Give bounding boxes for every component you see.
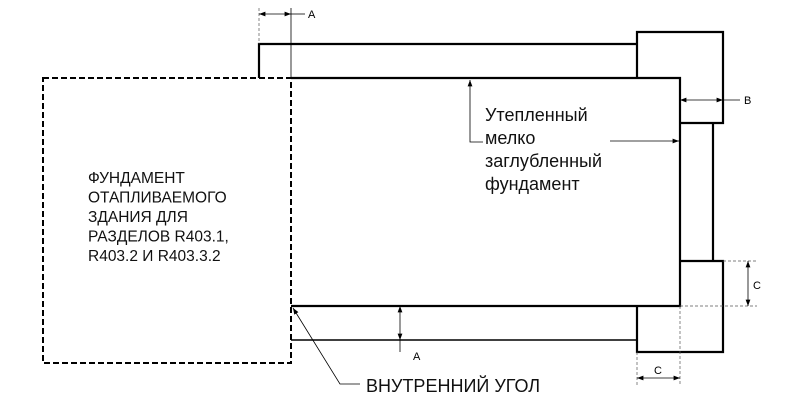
- inside-corner-label: ВНУТРЕННИЙ УГОЛ: [366, 375, 540, 396]
- heated-building-foundation: [42, 77, 292, 364]
- svg-text:C: C: [753, 280, 761, 292]
- bottom-insulation-strip: [291, 305, 638, 341]
- dimension-a-bottom: A: [397, 306, 421, 363]
- svg-text:B: B: [744, 95, 751, 107]
- dimension-c-bottom: C: [636, 306, 681, 386]
- shallow-foundation-callout: Утепленный мелко заглубленный фундамент: [467, 80, 679, 194]
- svg-text:A: A: [308, 9, 316, 21]
- inside-corner-callout: ВНУТРЕННИЙ УГОЛ: [292, 307, 540, 396]
- svg-text:C: C: [654, 365, 662, 377]
- dimension-c-right: C: [680, 260, 761, 307]
- shallow-foundation-label: Утепленный мелко заглубленный фундамент: [485, 105, 607, 194]
- top-insulation-strip: [257, 42, 637, 78]
- dimension-a-top: A: [258, 8, 316, 78]
- svg-text:A: A: [413, 351, 421, 363]
- heated-foundation-label: ФУНДАМЕНТ ОТАПЛИВАЕМОГО ЗДАНИЯ ДЛЯ РАЗДЕ…: [88, 170, 233, 265]
- top-corner-insulation: [635, 30, 725, 125]
- dimension-b: B: [680, 95, 751, 107]
